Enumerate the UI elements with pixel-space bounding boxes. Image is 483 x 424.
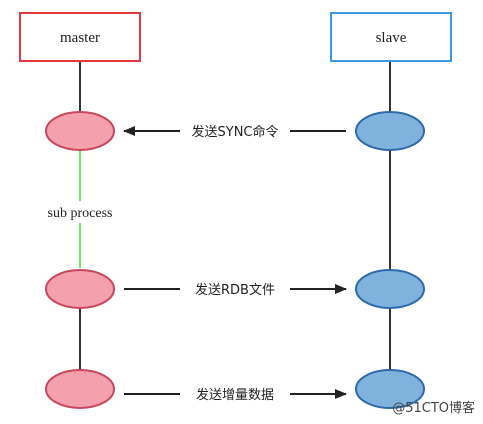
subprocess-label: sub process <box>48 206 113 221</box>
slave-node-box <box>330 12 452 62</box>
master-node-label: master <box>60 30 100 46</box>
message-label-sync: 发送SYNC命令 <box>192 124 279 140</box>
slave-activation-2 <box>355 269 425 309</box>
message-label-incr: 发送增量数据 <box>196 387 274 403</box>
master-activation-2 <box>45 269 115 309</box>
master-activation-3 <box>45 369 115 409</box>
watermark-text: @51CTO博客 <box>392 400 475 416</box>
slave-activation-1 <box>355 111 425 151</box>
master-node-box <box>19 12 141 62</box>
slave-activation-3 <box>355 369 425 409</box>
master-activation-1 <box>45 111 115 151</box>
message-label-rdb: 发送RDB文件 <box>195 282 275 298</box>
subprocess-label-bg <box>40 201 120 223</box>
slave-node-label: slave <box>376 30 407 46</box>
